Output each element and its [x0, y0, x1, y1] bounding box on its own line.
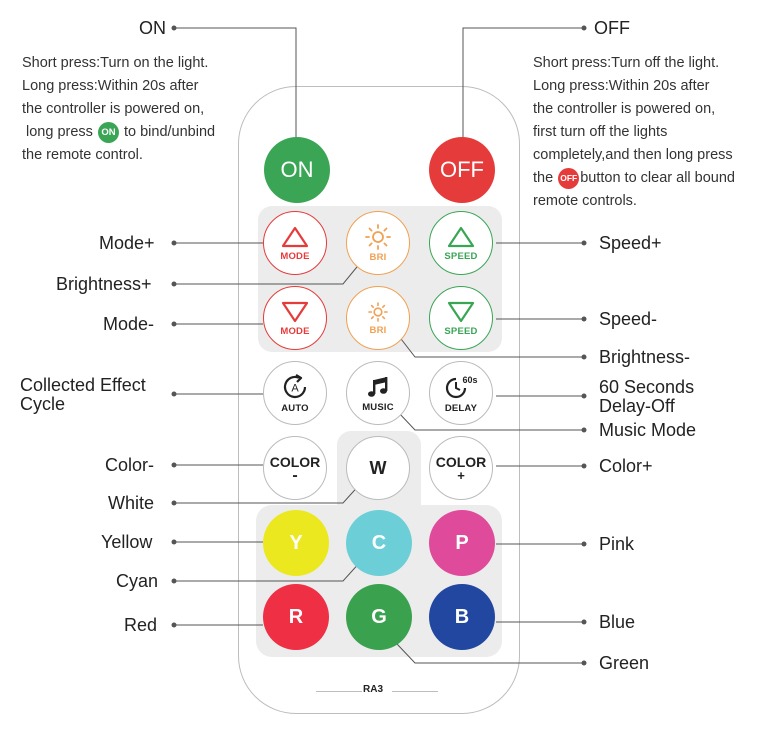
label-color-plus: Color+ — [599, 456, 653, 476]
label-white: White — [108, 493, 155, 513]
triangle-down-icon — [447, 301, 475, 322]
color-minus-button[interactable]: COLOR - — [263, 436, 327, 500]
plus-icon: + — [457, 467, 465, 483]
green-button[interactable]: G — [346, 584, 412, 650]
label-mode-plus: Mode+ — [99, 233, 155, 253]
triangle-up-icon — [447, 226, 475, 247]
brightness-minus-button[interactable]: BRI — [346, 286, 410, 350]
label-blue: Blue — [599, 612, 636, 632]
on-button[interactable]: ON — [264, 137, 330, 203]
color-plus-button[interactable]: COLOR + — [429, 436, 493, 500]
red-button[interactable]: R — [263, 584, 329, 650]
blue-button[interactable]: B — [429, 584, 495, 650]
model-divider-left — [316, 691, 362, 692]
mode-plus-button[interactable]: MODE — [263, 211, 327, 275]
triangle-up-icon — [281, 226, 309, 247]
white-button[interactable]: W — [346, 436, 410, 500]
label-collected-effect: Collected Effect Cycle — [20, 375, 146, 414]
minus-icon: - — [292, 466, 298, 484]
label-mode-minus: Mode- — [103, 314, 155, 334]
off-button-note: Short press:Turn off the light. Long pre… — [533, 55, 735, 209]
timer-icon: 60s — [445, 375, 478, 398]
brightness-plus-button[interactable]: BRI — [346, 211, 410, 275]
triangle-down-icon — [281, 301, 309, 322]
label-speed-minus: Speed- — [599, 309, 658, 329]
delay-button[interactable]: 60s DELAY — [429, 361, 493, 425]
label-delay-off: 60 Seconds Delay-Off — [599, 377, 695, 416]
model-divider-right — [392, 691, 438, 692]
label-yellow: Yellow — [101, 532, 153, 552]
label-brightness-plus: Brightness+ — [56, 274, 152, 294]
model-label: RA3 — [363, 684, 384, 695]
pink-button[interactable]: P — [429, 510, 495, 576]
inline-off-pill: OFF — [558, 167, 580, 189]
label-pink: Pink — [599, 534, 635, 554]
label-music-mode: Music Mode — [599, 420, 697, 440]
label-on: ON — [139, 18, 166, 38]
yellow-button[interactable]: Y — [263, 510, 329, 576]
sun-small-icon — [368, 301, 388, 322]
label-speed-plus: Speed+ — [599, 233, 662, 253]
speed-plus-button[interactable]: SPEED — [429, 211, 493, 275]
auto-cycle-icon: A — [283, 373, 307, 398]
label-red: Red — [124, 615, 158, 635]
label-green: Green — [599, 653, 650, 673]
label-cyan: Cyan — [116, 571, 159, 591]
music-note-icon — [368, 376, 388, 397]
label-brightness-minus: Brightness- — [599, 347, 691, 367]
inline-on-pill: ON — [97, 121, 119, 143]
svg-text:A: A — [291, 382, 299, 394]
music-button[interactable]: MUSIC — [346, 361, 410, 425]
cyan-button[interactable]: C — [346, 510, 412, 576]
label-off: OFF — [594, 18, 630, 38]
speed-minus-button[interactable]: SPEED — [429, 286, 493, 350]
svg-text:60s: 60s — [462, 375, 477, 385]
label-color-minus: Color- — [105, 455, 155, 475]
off-button[interactable]: OFF — [429, 137, 495, 203]
auto-button[interactable]: A AUTO — [263, 361, 327, 425]
on-button-note: Short press:Turn on the light. Long pres… — [22, 55, 216, 163]
mode-minus-button[interactable]: MODE — [263, 286, 327, 350]
sun-icon — [365, 223, 391, 250]
